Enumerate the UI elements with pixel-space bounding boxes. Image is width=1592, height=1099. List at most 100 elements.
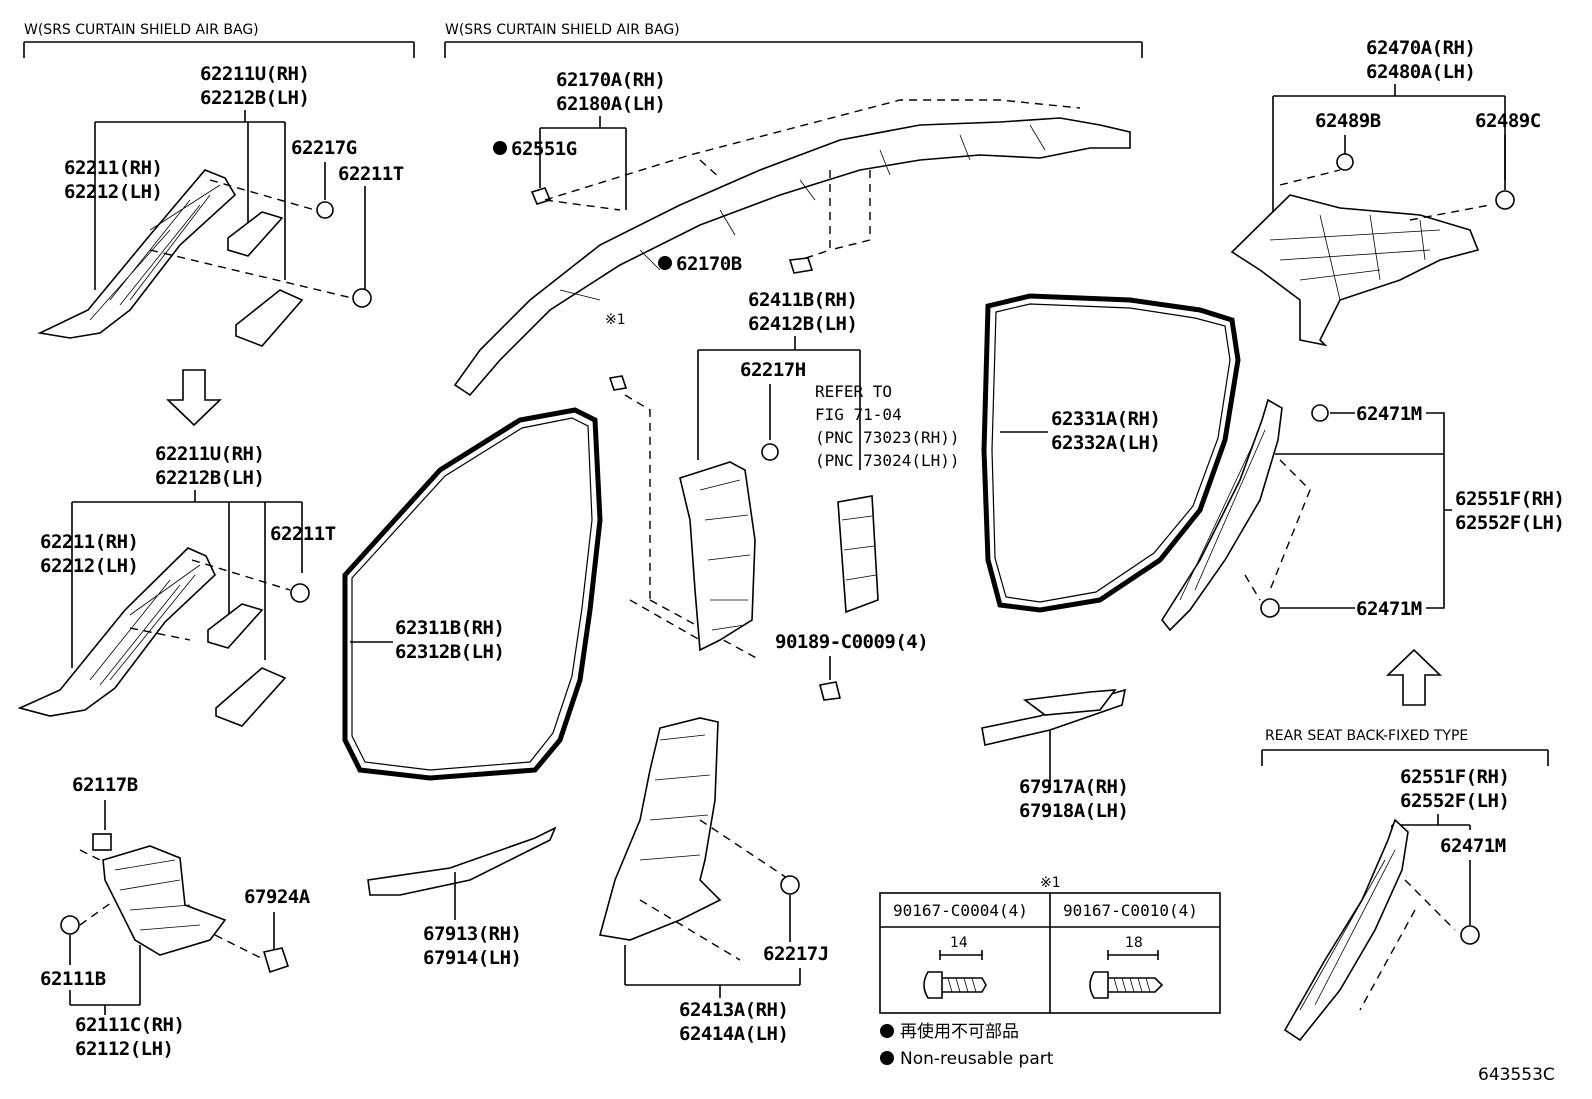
header-rear-seat-text: REAR SEAT BACK-FIXED TYPE bbox=[1265, 728, 1468, 744]
label-62212-lh-b: 62212(LH) bbox=[40, 555, 138, 577]
screw-length-14: 14 bbox=[950, 935, 968, 951]
b-pillar-group: ※1 62411B(RH) 62412B(LH) 62217H REFER TO… bbox=[605, 289, 960, 701]
legend-dot-jp bbox=[880, 1024, 894, 1038]
label-62411B-rh: 62411B(RH) bbox=[748, 289, 857, 311]
c-pillar-trim-fixed bbox=[1283, 818, 1409, 1042]
c-pillar-trim bbox=[1161, 398, 1283, 632]
label-62412B-lh: 62412B(LH) bbox=[748, 313, 857, 335]
label-62212-lh-a: 62212(LH) bbox=[64, 181, 162, 203]
screw-icon-14 bbox=[923, 971, 987, 999]
label-62217H: 62217H bbox=[740, 359, 806, 381]
label-62117B: 62117B bbox=[72, 774, 138, 796]
refer-line-1: REFER TO bbox=[815, 382, 892, 401]
front-door-weatherstrip-group: 62311B(RH) 62312B(LH) bbox=[342, 407, 603, 781]
curtain-airbag bbox=[453, 117, 1131, 397]
rear-seat-fixed-group: REAR SEAT BACK-FIXED TYPE 62551F(RH) 625… bbox=[1261, 728, 1549, 1042]
label-62217G: 62217G bbox=[291, 137, 357, 159]
arrow-down-icon bbox=[166, 369, 222, 427]
clip-62489B bbox=[1336, 153, 1354, 171]
legend-jp: 再使用不可部品 bbox=[900, 1021, 1019, 1042]
label-62211U-rh-a: 62211U(RH) bbox=[200, 63, 309, 85]
label-62212B-lh-b: 62212B(LH) bbox=[155, 467, 264, 489]
label-62312B-lh: 62312B(LH) bbox=[395, 641, 504, 663]
label-62170B: 62170B bbox=[676, 253, 742, 275]
x1-note-top: ※1 bbox=[605, 312, 626, 328]
refer-line-4: (PNC 73024(LH)) bbox=[815, 451, 960, 470]
label-90189: 90189-C0009(4) bbox=[775, 631, 928, 653]
b-pillar-lower-group: 62217J 62413A(RH) 62414A(LH) bbox=[598, 717, 829, 1045]
legend-dot-en bbox=[880, 1051, 894, 1065]
label-62212B-lh-a: 62212B(LH) bbox=[200, 87, 309, 109]
clip-62111B bbox=[60, 915, 80, 935]
label-62180A-lh: 62180A(LH) bbox=[556, 93, 665, 115]
refer-line-2: FIG 71-04 bbox=[815, 405, 902, 424]
clip-90189 bbox=[819, 681, 841, 701]
screw-col2-header: 90167-C0010(4) bbox=[1063, 901, 1198, 920]
a-pillar-group-top: 62211U(RH) 62212B(LH) 62211(RH) 62212(LH… bbox=[37, 63, 404, 347]
legend: 再使用不可部品 Non-reusable part bbox=[880, 1021, 1054, 1069]
cowl-side-trim bbox=[102, 845, 227, 956]
pad-upper-b bbox=[207, 603, 264, 649]
label-67917A-rh: 67917A(RH) bbox=[1019, 776, 1128, 798]
screw-length-18: 18 bbox=[1125, 935, 1143, 951]
screw-x1 bbox=[608, 375, 628, 391]
clip-62471M-b bbox=[1260, 598, 1280, 618]
label-62471M-b: 62471M bbox=[1356, 598, 1422, 620]
figure-id: 643553C bbox=[1478, 1065, 1555, 1085]
cowl-trim-group: 62117B 67924A 62111B 62111C(RH) 62112(LH… bbox=[40, 774, 311, 1060]
label-62470A-rh: 62470A(RH) bbox=[1366, 37, 1475, 59]
package-tray-group: 62470A(RH) 62480A(LH) 62489B 62489C bbox=[1230, 37, 1541, 347]
curtain-airbag-group: 62170A(RH) 62180A(LH) 62551G 62170B bbox=[453, 69, 1131, 397]
label-67918A-lh: 67918A(LH) bbox=[1019, 800, 1128, 822]
label-62489B: 62489B bbox=[1315, 110, 1381, 132]
screw-col1-header: 90167-C0004(4) bbox=[893, 901, 1028, 920]
label-62551F-rh-a: 62551F(RH) bbox=[1455, 488, 1564, 510]
label-62471M-c: 62471M bbox=[1440, 835, 1506, 857]
label-62552F-lh-b: 62552F(LH) bbox=[1400, 790, 1509, 812]
screw-table: ※1 90167-C0004(4) 90167-C0010(4) 14 18 bbox=[879, 875, 1221, 1014]
label-62551F-rh-b: 62551F(RH) bbox=[1400, 766, 1509, 788]
label-62211U-rh-b: 62211U(RH) bbox=[155, 443, 264, 465]
a-pillar-group-bottom: 62211U(RH) 62212B(LH) 62211(RH) 62212(LH… bbox=[17, 443, 336, 727]
rear-scuff-cover bbox=[1022, 689, 1117, 716]
clip-62211T-a bbox=[352, 288, 372, 308]
label-62211-rh-a: 62211(RH) bbox=[64, 157, 162, 179]
label-62211T-b: 62211T bbox=[270, 523, 336, 545]
x1-note-table: ※1 bbox=[1040, 875, 1061, 891]
pad-upper-a bbox=[227, 211, 284, 257]
clip-62217J bbox=[780, 875, 800, 895]
clip-67924A bbox=[262, 947, 290, 974]
package-tray-side-trim bbox=[1230, 194, 1480, 347]
clip-62471M-a bbox=[1311, 404, 1329, 422]
legend-en: Non-reusable part bbox=[900, 1049, 1054, 1069]
label-62489C: 62489C bbox=[1475, 110, 1541, 132]
clip-62217G bbox=[316, 201, 334, 219]
label-62332A-lh: 62332A(LH) bbox=[1051, 432, 1160, 454]
header-left-text: W(SRS CURTAIN SHIELD AIR BAG) bbox=[24, 22, 259, 38]
label-62480A-lh: 62480A(LH) bbox=[1366, 61, 1475, 83]
label-62551G: 62551G bbox=[511, 138, 577, 160]
nonreusable-dot-62551G bbox=[493, 141, 507, 155]
nonreusable-dot-62170B bbox=[658, 256, 672, 270]
pad-lower-b bbox=[215, 667, 287, 727]
label-67924A: 67924A bbox=[244, 886, 311, 908]
a-pillar-trim-a bbox=[37, 169, 237, 339]
label-62170A-rh: 62170A(RH) bbox=[556, 69, 665, 91]
arrow-up-icon bbox=[1386, 648, 1442, 706]
label-62217J: 62217J bbox=[763, 943, 829, 965]
c-pillar-group: 62471M 62471M 62551F(RH) 62552F(LH) bbox=[1161, 398, 1565, 632]
header-center-text: W(SRS CURTAIN SHIELD AIR BAG) bbox=[445, 22, 680, 38]
rear-door-weatherstrip bbox=[981, 293, 1241, 613]
label-67913-rh: 67913(RH) bbox=[423, 923, 521, 945]
clip-62117B bbox=[92, 833, 112, 851]
rear-scuff-group: 67917A(RH) 67918A(LH) bbox=[981, 688, 1129, 822]
clip-62471M-c bbox=[1460, 925, 1480, 945]
header-left-bracket: W(SRS CURTAIN SHIELD AIR BAG) bbox=[23, 22, 415, 58]
label-62211T-a: 62211T bbox=[338, 163, 404, 185]
clip-62217H bbox=[761, 443, 779, 461]
label-62414A-lh: 62414A(LH) bbox=[679, 1023, 788, 1045]
label-62111C-rh: 62111C(RH) bbox=[75, 1014, 184, 1036]
label-62331A-rh: 62331A(RH) bbox=[1051, 408, 1160, 430]
